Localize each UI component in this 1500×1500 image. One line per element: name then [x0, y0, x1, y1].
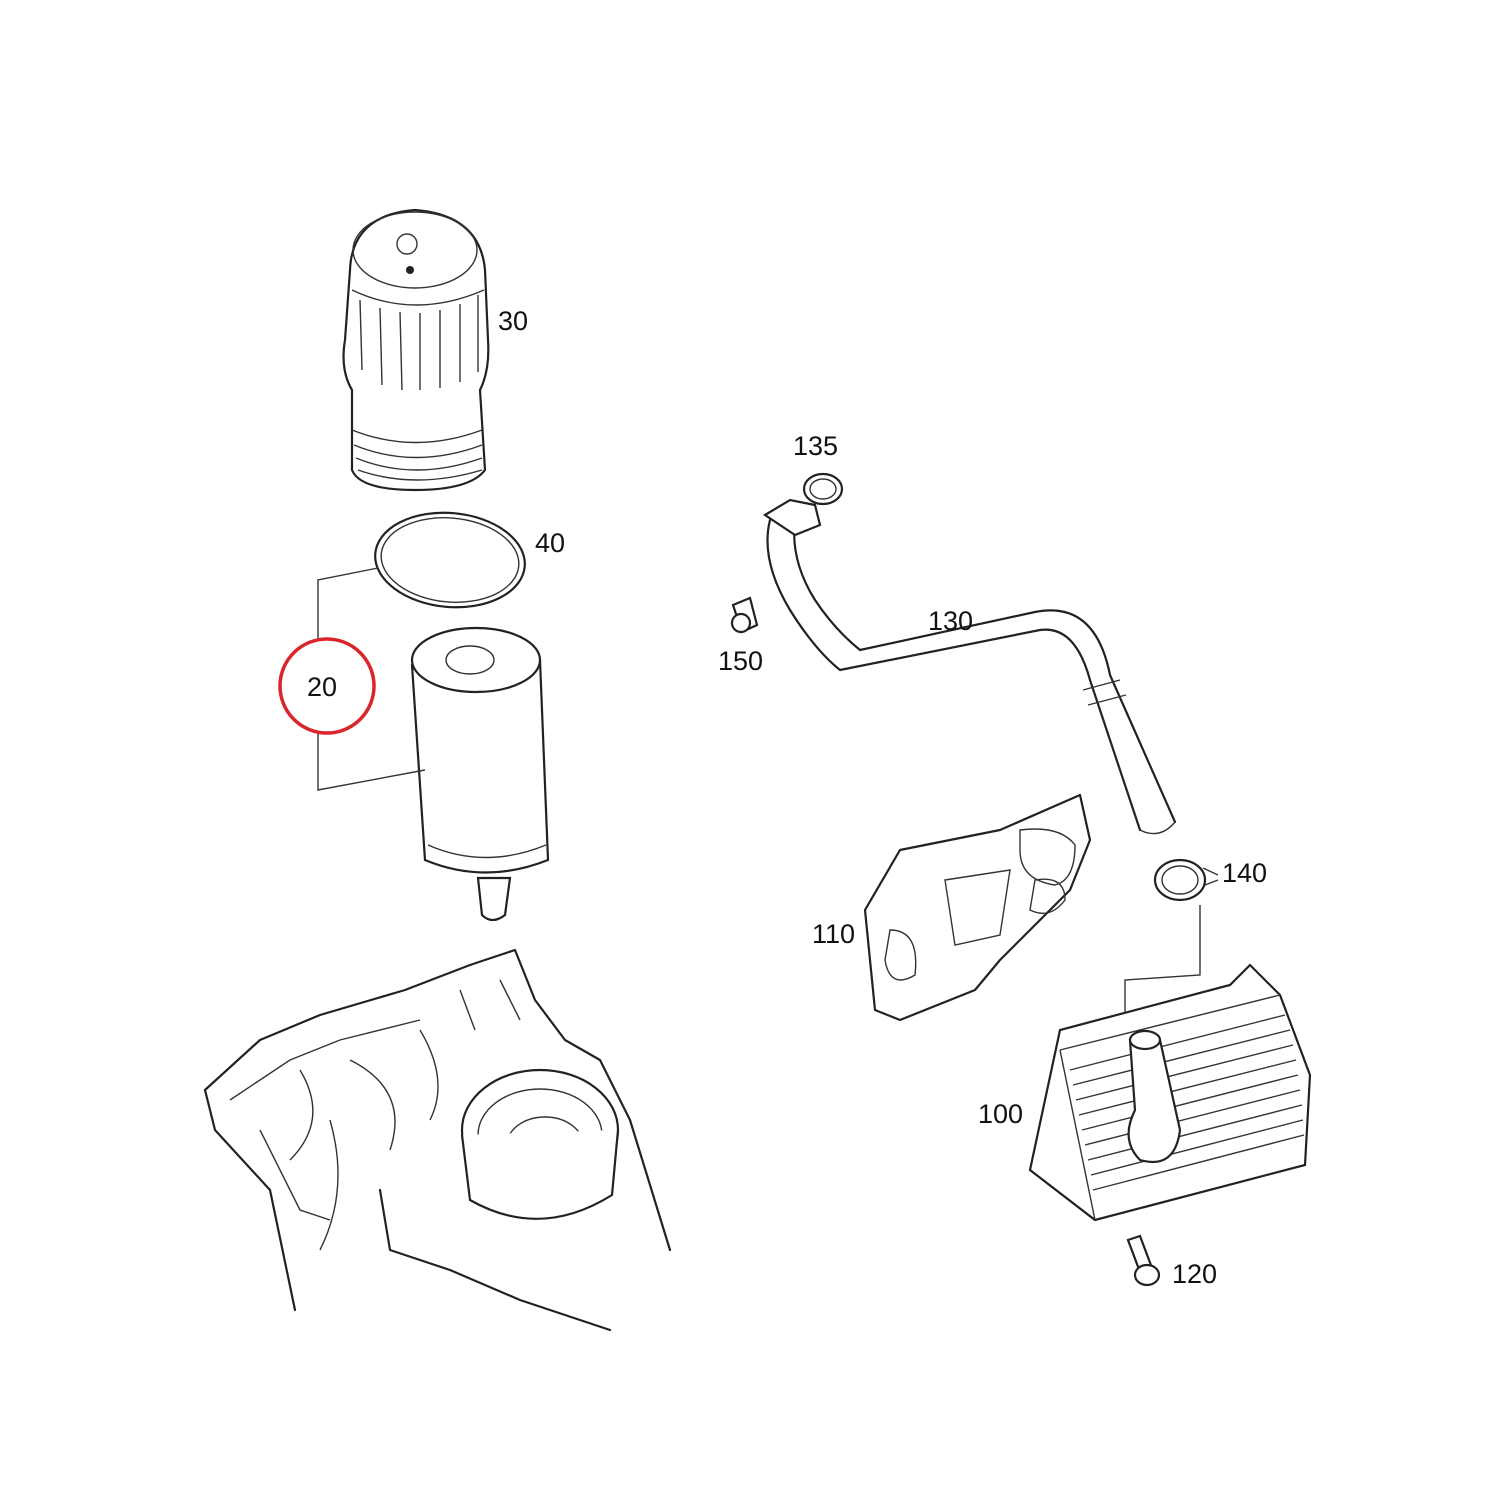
highlight-circle — [278, 637, 376, 735]
part-engine-housing — [203, 948, 672, 1332]
part-o-ring[interactable] — [371, 507, 529, 614]
part-bolt-120[interactable] — [1126, 1234, 1161, 1287]
callout-label-30[interactable]: 30 — [498, 306, 528, 336]
part-coolant-pipe[interactable] — [762, 498, 1177, 835]
leader-line-100 — [1124, 905, 1201, 1030]
callout-label-100[interactable]: 100 — [978, 1099, 1023, 1129]
callout-label-135[interactable]: 135 — [793, 431, 838, 461]
part-gasket[interactable] — [863, 793, 1092, 1022]
part-oil-cooler[interactable] — [1028, 963, 1312, 1222]
part-screw-150[interactable] — [730, 596, 759, 634]
callout-label-20[interactable]: 20 — [307, 672, 337, 702]
callout-label-130[interactable]: 130 — [928, 606, 973, 636]
part-hose-clamp[interactable] — [1153, 858, 1219, 902]
callout-label-40[interactable]: 40 — [535, 528, 565, 558]
callout-label-140[interactable]: 140 — [1222, 858, 1267, 888]
callout-label-150[interactable]: 150 — [718, 646, 763, 676]
callout-label-110[interactable]: 110 — [812, 919, 855, 949]
callout-label-120[interactable]: 120 — [1172, 1259, 1217, 1289]
leader-line-20 — [317, 567, 426, 791]
part-oil-filter-element[interactable] — [410, 626, 550, 922]
part-oil-filter-cap[interactable] — [342, 208, 490, 492]
part-seal-ring[interactable] — [802, 472, 844, 506]
